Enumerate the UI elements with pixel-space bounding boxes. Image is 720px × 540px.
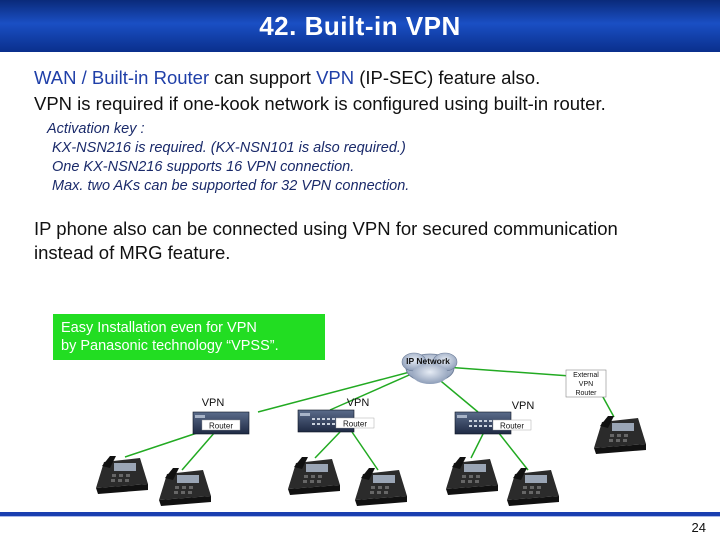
- slide-title: 42. Built-in VPN: [259, 11, 461, 41]
- ip-phone-line-1: IP phone also can be connected using VPN…: [34, 218, 618, 239]
- link-cloud-to-router-1: [257, 367, 426, 413]
- ip-phone-external: [594, 416, 646, 454]
- router-3-label: Router: [500, 422, 524, 431]
- external-router-label-3: Router: [575, 390, 597, 397]
- callout-line-1: Easy Installation even for VPN: [61, 320, 257, 336]
- intro-vpn-text: VPN: [316, 67, 355, 88]
- intro-ipsec-text: (IP-SEC) feature also.: [354, 67, 541, 88]
- ip-phone-3a: [446, 457, 498, 495]
- activation-line-3: Max. two AKs can be supported for 32 VPN…: [52, 178, 410, 194]
- ip-network-cloud: [401, 352, 458, 384]
- activation-line-1: KX-NSN216 is required. (KX-NSN101 is als…: [52, 140, 406, 156]
- footer-divider-light: [0, 516, 720, 517]
- ip-phone-1b: [159, 468, 211, 506]
- activation-heading: Activation key :: [47, 121, 145, 137]
- external-router-label-2: VPN: [579, 381, 593, 388]
- link-router-1-phone-b: [181, 431, 216, 471]
- ip-phone-line-2: instead of MRG feature.: [34, 242, 231, 263]
- router-1-label: Router: [209, 422, 233, 431]
- link-router-2-phone-b: [351, 431, 379, 471]
- intro-support-text: can support: [209, 67, 317, 88]
- vpn-label-3: VPN: [512, 400, 535, 412]
- ip-phone-2a: [288, 457, 340, 495]
- link-router-3-phone-b: [497, 431, 529, 471]
- external-router-label-1: External: [573, 372, 599, 379]
- link-router-1-phone-a: [124, 431, 201, 458]
- title-bar: 42. Built-in VPN: [0, 0, 720, 52]
- ip-phone-2b: [355, 468, 407, 506]
- footer-divider: [0, 512, 720, 516]
- ip-phone-3b: [507, 468, 559, 506]
- router-3: [454, 411, 532, 435]
- vpn-label-1: VPN: [202, 397, 225, 409]
- external-router-box: [565, 369, 607, 398]
- ip-phone-1a: [96, 456, 148, 494]
- router-2-label: Router: [343, 420, 367, 429]
- intro-line-1: WAN / Built-in Router can support VPN (I…: [34, 67, 540, 89]
- page-number: 24: [691, 520, 706, 535]
- link-router-2-phone-a: [314, 431, 341, 459]
- callout-line-2: by Panasonic technology “VPSS”.: [61, 338, 279, 354]
- link-router-3-phone-a: [470, 431, 485, 459]
- vpn-label-2: VPN: [347, 397, 370, 409]
- vpss-callout: Easy Installation even for VPN by Panaso…: [53, 314, 325, 360]
- intro-router-text: WAN / Built-in Router: [34, 67, 210, 88]
- cloud-label: IP Network: [406, 356, 450, 366]
- router-2: [297, 409, 375, 433]
- activation-line-2: One KX-NSN216 supports 16 VPN connection…: [52, 159, 355, 175]
- router-1: [192, 411, 250, 435]
- title-divider: [0, 52, 720, 54]
- intro-line-2: VPN is required if one-kook network is c…: [34, 93, 606, 114]
